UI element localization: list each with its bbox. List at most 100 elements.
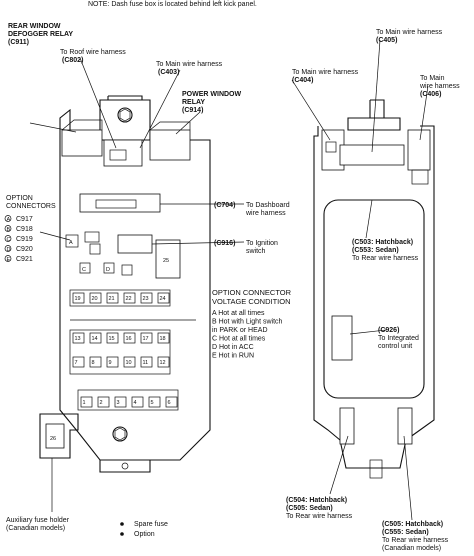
connector-c504 (339, 407, 355, 445)
option-connector-marker-icon (4, 235, 12, 242)
aux-fuse-holder (45, 423, 65, 449)
svg-text:wire harness: wire harness (245, 210, 286, 217)
fuse-number: 5 (151, 400, 154, 406)
fuse-number: 8 (92, 360, 95, 366)
rear-window-defogger-relay (61, 129, 103, 157)
option-connector-letter: B (7, 227, 11, 233)
svg-text:To Dashboard: To Dashboard (246, 202, 290, 209)
svg-text:wire harness: wire harness (419, 83, 460, 90)
callout-lines (29, 39, 429, 521)
label-main-c403: To Main wire harness (156, 61, 223, 68)
label-main-c404: To Main wire harness (292, 69, 359, 76)
fuse-slot (72, 332, 85, 344)
option-connector-marker-icon (4, 255, 12, 262)
svg-text:CONNECTORS: CONNECTORS (6, 203, 56, 210)
voltage-condition-line: D Hot in ACC (212, 344, 254, 351)
svg-text:control unit: control unit (378, 343, 412, 350)
fuse-slot (165, 396, 178, 408)
fuse-slot (114, 396, 127, 408)
voltage-title: OPTION CONNECTOR (212, 288, 292, 297)
label-main-c406: To Main (420, 75, 445, 82)
fuse-number: 12 (160, 360, 166, 366)
fuse-slot (89, 356, 102, 368)
note-text: NOTE: Dash fuse box is located behind le… (88, 1, 257, 8)
right-fuse-box-back (313, 99, 435, 479)
svg-text:VOLTAGE CONDITION: VOLTAGE CONDITION (212, 297, 290, 306)
label-power-window: POWER WINDOW (182, 91, 241, 98)
fuse-number: 1 (83, 400, 86, 406)
fuse-number: 22 (126, 296, 132, 302)
option-dot-icon (120, 532, 124, 536)
fuse-slot (123, 332, 136, 344)
label-c503: (C503: Hatchback) (352, 239, 413, 246)
option-connector-letter: A (7, 217, 11, 223)
label-c926: (C926) (378, 327, 399, 334)
left-fuse-box-front: A C D 25 26 (39, 95, 211, 473)
connector-c505-canadian (397, 407, 413, 445)
option-connector-b (89, 243, 101, 255)
svg-text:To Ignition: To Ignition (246, 240, 278, 247)
fuse-grid (69, 289, 196, 411)
fuse-slot (157, 356, 170, 368)
fuse-slot (131, 396, 144, 408)
fuse-number: 21 (109, 296, 115, 302)
voltage-condition-line: E Hot in RUN (212, 353, 254, 360)
option-connector-letter: E (7, 257, 11, 263)
fuse-slot (140, 356, 153, 368)
option-connector-letter: C (7, 237, 11, 243)
fuse-number: 14 (92, 336, 98, 342)
fuse-slot (157, 332, 170, 344)
label-roof-harness: To Roof wire harness (60, 49, 126, 56)
fuse-slot (140, 292, 153, 304)
option-connector-d (103, 262, 115, 274)
svg-text:DEFOGGER RELAY: DEFOGGER RELAY (8, 31, 73, 38)
option-connector-a (65, 234, 79, 248)
power-window-relay (149, 129, 191, 161)
fuse-number: 19 (75, 296, 81, 302)
svg-text:To Integrated: To Integrated (378, 335, 419, 342)
fuse-number: 15 (109, 336, 115, 342)
svg-text:(C404): (C404) (292, 77, 313, 84)
label-main-c405: To Main wire harness (376, 29, 443, 36)
legend-option: Option (134, 531, 155, 538)
fuse-number: 10 (126, 360, 132, 366)
svg-text:(C505: Sedan): (C505: Sedan) (286, 505, 333, 512)
fuse-slot (80, 396, 93, 408)
voltage-condition-line: B Hot with Light switch (212, 319, 283, 326)
labels: REAR WINDOW DEFOGGER RELAY (C911) To Roo… (4, 23, 460, 552)
fuse-slot (72, 356, 85, 368)
fuse-slot (123, 356, 136, 368)
fuse-number: 24 (160, 296, 166, 302)
fuse-number: 6 (168, 400, 171, 406)
svg-text:(C406): (C406) (420, 91, 441, 98)
fuse-25 (155, 239, 181, 279)
connector-c926 (331, 315, 353, 361)
fuse-number: 17 (143, 336, 149, 342)
connector-c406 (407, 129, 431, 171)
voltage-condition-line: in PARK or HEAD (212, 327, 268, 334)
svg-text:(Canadian models): (Canadian models) (382, 545, 441, 552)
fuse-number: 4 (134, 400, 137, 406)
svg-text:(C911): (C911) (8, 39, 29, 46)
label-aux-fuse-holder: Auxiliary fuse holder (6, 517, 70, 524)
option-connector-c (79, 262, 91, 274)
voltage-condition-line: A Hot at all times (212, 310, 265, 317)
spare-fuse-dot-icon (120, 522, 124, 526)
fuse-slot (157, 292, 170, 304)
option-connector-code: C920 (16, 246, 33, 253)
svg-text:C: C (82, 267, 86, 273)
svg-text:(C403): (C403) (158, 69, 179, 76)
fuse-number: 13 (75, 336, 81, 342)
fuse-number: 9 (109, 360, 112, 366)
svg-text:To Rear wire harness: To Rear wire harness (352, 255, 419, 262)
fuse-slot (97, 396, 110, 408)
connector-c916 (117, 234, 153, 254)
label-c916: (C916) (214, 240, 235, 247)
option-connector-letter: D (7, 247, 11, 253)
fuse-slot (106, 356, 119, 368)
svg-text:D: D (106, 267, 110, 273)
svg-text:A: A (69, 240, 73, 246)
svg-text:switch: switch (246, 248, 266, 255)
